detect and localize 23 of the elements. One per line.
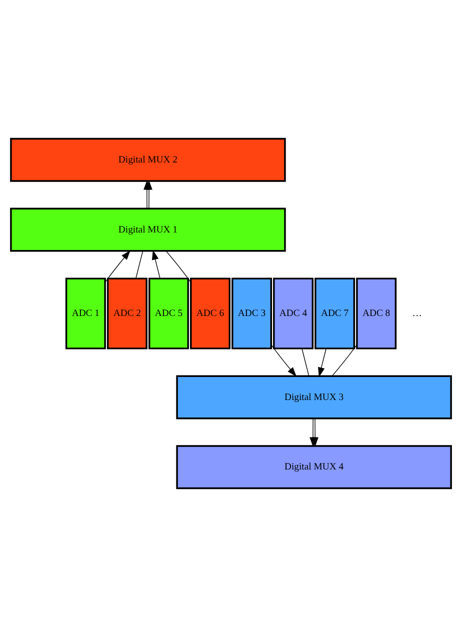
node-box: Digital MUX 4 (176, 444, 452, 489)
node-box: ADC 5 (148, 277, 189, 349)
arrow (318, 348, 326, 377)
arrow (152, 250, 160, 278)
arrow (312, 418, 318, 446)
node-box: Digital MUX 2 (10, 137, 286, 182)
arrow (146, 180, 152, 208)
node-box: Digital MUX 3 (176, 374, 452, 419)
connector (302, 348, 310, 376)
connector (136, 250, 144, 278)
node-box: ADC 3 (232, 277, 272, 349)
node-box: ADC 2 (106, 277, 148, 349)
label: … (412, 308, 422, 319)
arrow (104, 250, 130, 282)
connector (332, 344, 358, 376)
node-box: Digital MUX 1 (10, 207, 286, 252)
node-box: ADC 4 (273, 277, 314, 349)
node-box: ADC 7 (314, 277, 356, 349)
node-box: ADC 1 (65, 277, 106, 349)
node-box: ADC 6 (190, 277, 230, 349)
node-box: ADC 8 (356, 277, 397, 349)
arrow (270, 344, 297, 376)
connector (166, 250, 192, 282)
